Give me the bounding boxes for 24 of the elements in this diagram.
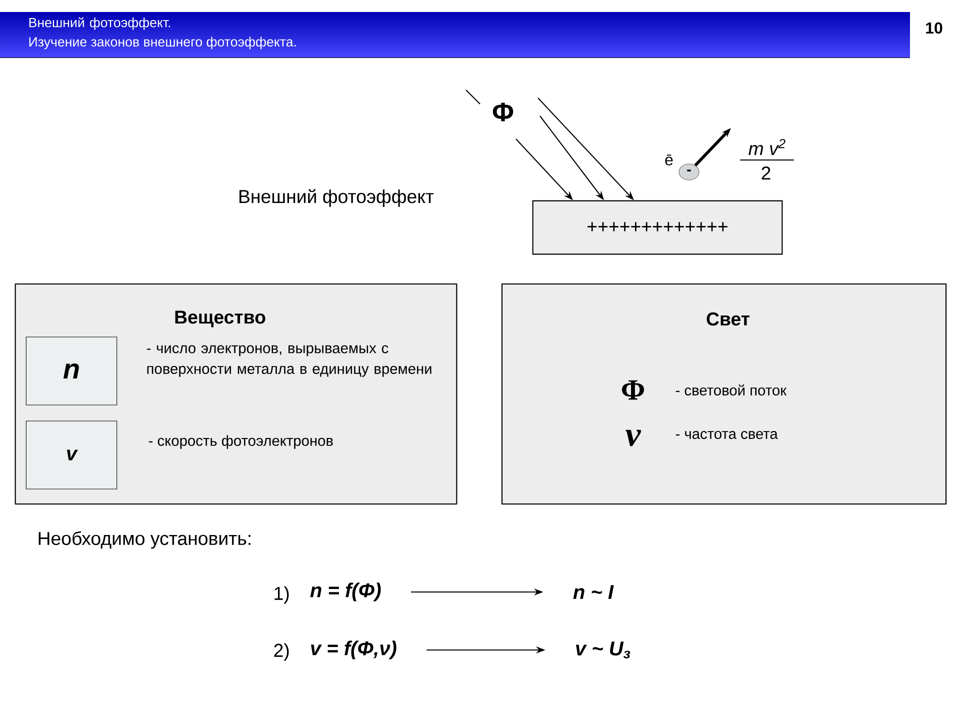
caption-text: Внешний фотоэффект [240, 189, 434, 207]
flux-symbol: Φ [622, 380, 644, 400]
frequency-symbol: ν [626, 430, 641, 446]
formula-text: v = f(Φ,ν) [311, 640, 396, 660]
subtitle-text: Изучение законов внешнего фотоэффекта. [29, 36, 296, 50]
page-number: 10 [926, 22, 942, 34]
symbol-box: v [26, 420, 118, 490]
description-text: - число электронов, вырываемых с поверхности металла в единицу времени [146, 345, 432, 377]
fraction-denominator: 2 [762, 166, 770, 180]
plate: +++++++++++++ [532, 200, 783, 255]
fraction-numerator: m v$^{2}$ [748, 138, 786, 156]
symbol-box: n [26, 336, 118, 406]
description-text: - световой поток [676, 384, 787, 396]
description-text: - скорость фотоэлектронов [148, 435, 333, 449]
description-text: - частота света [676, 430, 778, 440]
formula-text: n ~ I [573, 585, 614, 599]
flux-symbol: Φ [492, 102, 514, 122]
heading-text: Необходимо установить: [38, 531, 250, 549]
item-number: 1) [274, 586, 289, 604]
formula-text: n = f(Φ) [310, 582, 381, 602]
formula-text: v ~ U$_{з}$ [576, 642, 630, 658]
electron-label: ē [665, 154, 673, 166]
electron: - [678, 164, 700, 180]
item-number: 2) [274, 643, 289, 661]
